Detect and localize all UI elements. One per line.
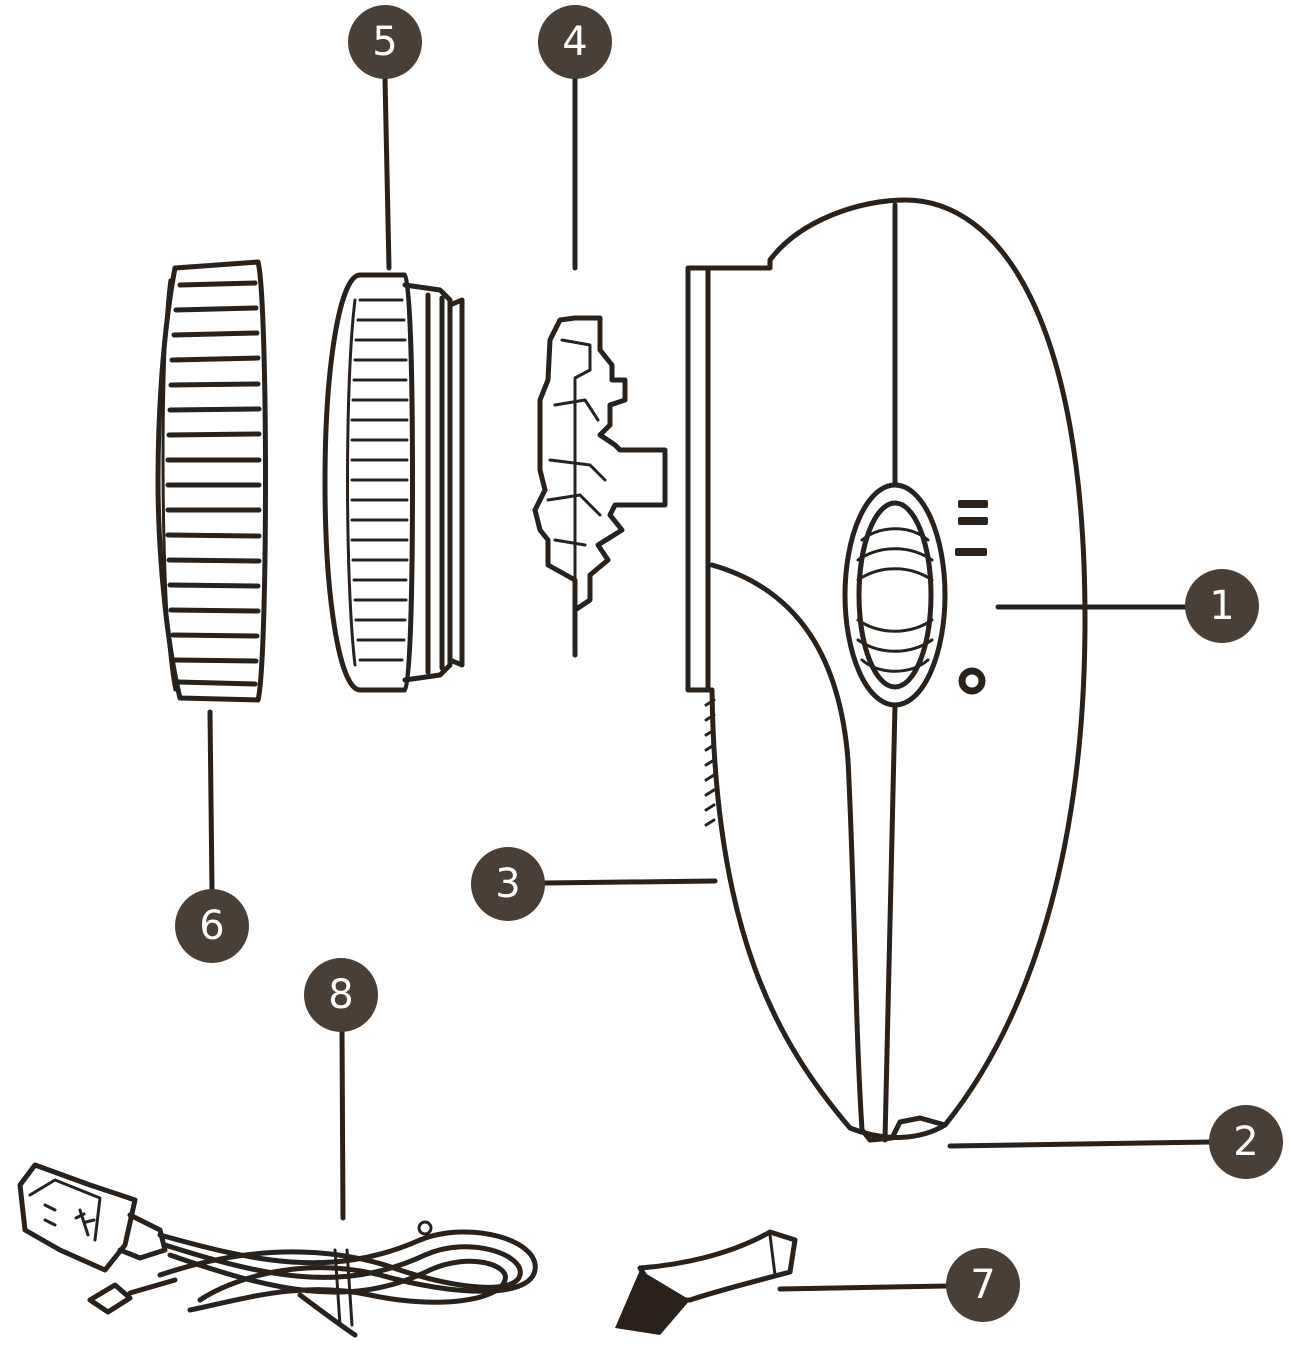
callout-label: 2 <box>1233 1119 1258 1165</box>
high-speed-mark <box>958 500 988 508</box>
usb-cable <box>17 1162 538 1338</box>
leader-6 <box>207 709 215 893</box>
callout-label: 8 <box>328 972 353 1018</box>
leader-lines <box>207 72 1215 1292</box>
leader-2 <box>947 1139 1215 1149</box>
speed-switch <box>842 482 988 708</box>
callout-3: 3 <box>471 847 545 921</box>
callout-6: 6 <box>175 889 249 963</box>
callout-label: 7 <box>970 1262 995 1308</box>
callout-label: 3 <box>495 861 520 907</box>
blade <box>532 315 668 658</box>
callout-label: 5 <box>372 19 397 65</box>
callout-label: 1 <box>1209 583 1234 629</box>
callout-7: 7 <box>946 1248 1020 1322</box>
blade-cover <box>322 272 465 693</box>
lint-container <box>155 259 268 703</box>
leader-7 <box>777 1283 951 1292</box>
cover-ribs <box>350 298 409 662</box>
leader-5 <box>382 75 392 271</box>
callout-1: 1 <box>1185 569 1259 643</box>
callout-8: 8 <box>304 958 378 1032</box>
callout-4: 4 <box>538 5 612 79</box>
off-mark <box>958 667 986 695</box>
cleaning-brush <box>615 1229 798 1335</box>
low-speed-mark <box>955 548 987 556</box>
callout-5: 5 <box>348 5 422 79</box>
container-ribs <box>165 280 262 687</box>
leader-3 <box>542 878 718 886</box>
callout-label: 6 <box>199 903 224 949</box>
grip-ridges <box>704 698 716 827</box>
main-body <box>685 197 1088 1143</box>
callout-2: 2 <box>1209 1105 1283 1179</box>
leader-8 <box>339 1027 346 1221</box>
callout-label: 4 <box>562 19 587 65</box>
